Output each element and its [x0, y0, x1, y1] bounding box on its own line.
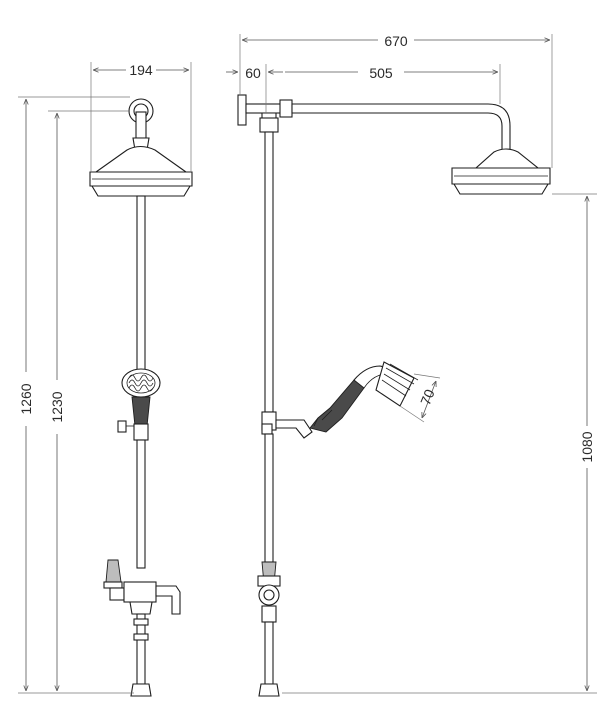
side-shower-head — [474, 148, 540, 169]
front-view — [89, 98, 193, 697]
wall-plate — [237, 94, 247, 126]
dim-overall-projection-label: 670 — [384, 33, 408, 49]
front-shower-head — [94, 145, 188, 173]
front-mixer-valve — [123, 581, 157, 603]
dim-wall-offset-label: 60 — [245, 65, 261, 81]
dim-handset-diameter-label: 70 — [417, 387, 438, 408]
front-riser-pipe — [136, 195, 146, 373]
dim-arm-length-label: 505 — [369, 65, 393, 81]
dim-head-height-label: 1080 — [579, 431, 595, 462]
dim-head-width-label: 194 — [129, 62, 153, 78]
side-riser-pipe — [264, 131, 274, 413]
dim-total-height-label: 1260 — [18, 383, 34, 414]
shower-arm — [291, 103, 511, 153]
dim-riser-height-label: 1230 — [49, 391, 65, 422]
side-view — [237, 94, 551, 697]
dimension-labels: 194 670 60 505 1260 1230 1080 70 — [18, 33, 595, 463]
side-handset — [309, 361, 419, 433]
dimension-lines — [18, 34, 597, 694]
